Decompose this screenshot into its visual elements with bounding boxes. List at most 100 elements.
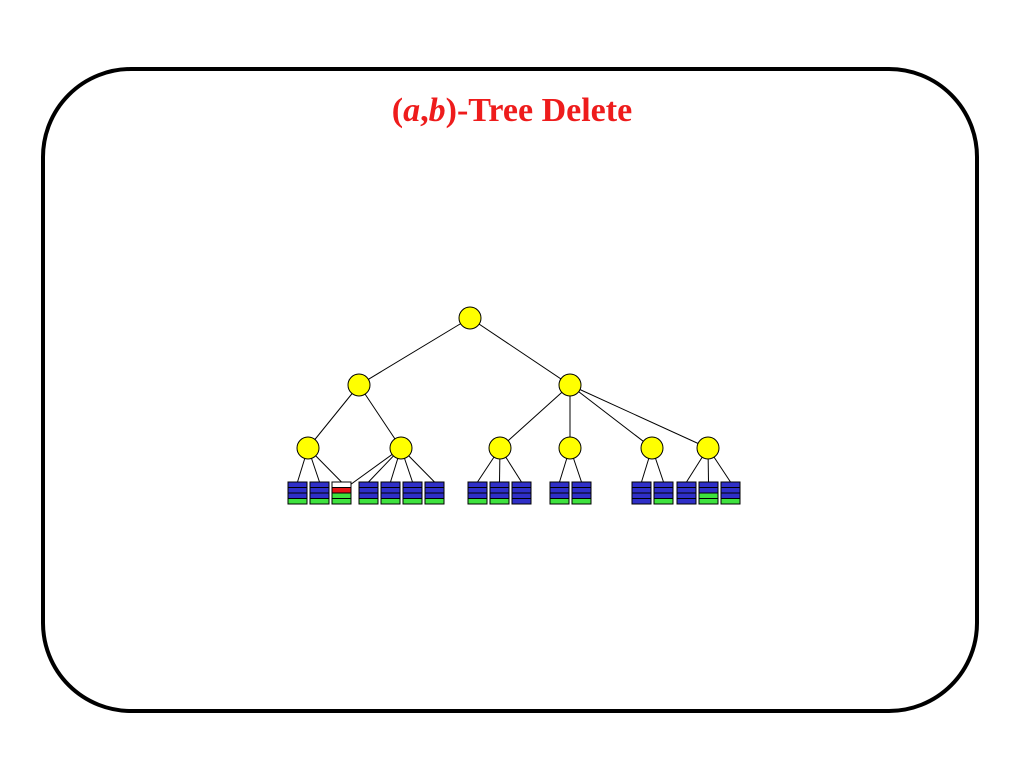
leaf-slot — [358, 481, 379, 488]
leaf-slot — [489, 492, 510, 499]
title-open-paren: ( — [391, 92, 404, 129]
tree-edge — [469, 317, 571, 386]
tree-node — [296, 436, 320, 460]
leaf-slot — [653, 487, 674, 494]
leaf-slot — [653, 481, 674, 488]
leaf-slot — [489, 487, 510, 494]
leaf-slot — [676, 492, 697, 499]
leaf-block — [309, 481, 330, 505]
tree-edge — [358, 317, 471, 386]
leaf-block — [331, 481, 352, 505]
leaf-slot — [720, 481, 741, 488]
leaf-slot — [424, 487, 445, 494]
leaf-slot — [720, 498, 741, 505]
leaf-block — [467, 481, 488, 505]
leaf-slot — [331, 481, 352, 488]
leaf-slot — [402, 487, 423, 494]
title-suffix: )-Tree Delete — [445, 92, 633, 129]
leaf-block — [424, 481, 445, 505]
leaf-block — [571, 481, 592, 505]
leaf-slot — [549, 492, 570, 499]
leaf-slot — [631, 487, 652, 494]
leaf-slot — [489, 498, 510, 505]
leaf-slot — [358, 487, 379, 494]
leaf-slot — [287, 492, 308, 499]
leaf-slot — [653, 492, 674, 499]
leaf-slot — [402, 492, 423, 499]
leaf-slot — [309, 498, 330, 505]
leaf-slot — [549, 481, 570, 488]
leaf-slot — [424, 498, 445, 505]
leaf-slot — [720, 492, 741, 499]
leaf-slot — [467, 487, 488, 494]
tree-node — [347, 373, 371, 397]
leaf-slot — [571, 481, 592, 488]
leaf-slot — [571, 492, 592, 499]
leaf-slot — [698, 492, 719, 499]
dangling-edge — [342, 447, 402, 491]
leaf-slot — [380, 487, 401, 494]
tree-node — [488, 436, 512, 460]
title-var-b: b — [428, 92, 446, 129]
leaf-slot — [424, 492, 445, 499]
leaf-slot — [511, 498, 532, 505]
leaf-slot — [467, 492, 488, 499]
tree-edge — [499, 384, 571, 449]
tree-edge — [569, 384, 709, 449]
leaf-block — [720, 481, 741, 505]
leaf-slot — [309, 481, 330, 488]
leaf-slot — [467, 481, 488, 488]
leaf-slot — [571, 498, 592, 505]
leaf-slot — [309, 492, 330, 499]
tree-edge — [569, 384, 653, 449]
leaf-slot — [358, 492, 379, 499]
leaf-slot — [676, 487, 697, 494]
leaf-slot — [511, 492, 532, 499]
leaf-slot — [331, 492, 352, 499]
tree-edge — [358, 384, 402, 449]
tree-node — [696, 436, 720, 460]
leaf-slot — [549, 487, 570, 494]
tree-nodes — [296, 306, 720, 460]
leaf-slot — [511, 481, 532, 488]
leaf-slot — [698, 498, 719, 505]
slide-title: (a,b)-Tree Delete — [0, 92, 1024, 129]
leaf-slot — [358, 498, 379, 505]
leaf-slot — [287, 481, 308, 488]
leaf-slot — [380, 492, 401, 499]
leaf-block — [358, 481, 379, 505]
leaf-block — [631, 481, 652, 505]
leaf-block — [698, 481, 719, 505]
slide-frame — [41, 67, 979, 713]
leaf-slot — [287, 498, 308, 505]
leaf-slot — [631, 492, 652, 499]
leaf-slot — [676, 481, 697, 488]
leaf-slot — [467, 498, 488, 505]
leaf-block — [287, 481, 308, 505]
leaf-slot — [424, 481, 445, 488]
leaf-slot — [720, 487, 741, 494]
leaf-block — [489, 481, 510, 505]
leaf-slot — [402, 498, 423, 505]
tree-edges — [297, 317, 731, 491]
leaf-slot — [698, 487, 719, 494]
leaf-slot — [549, 498, 570, 505]
tree-node — [640, 436, 664, 460]
leaf-slot — [287, 487, 308, 494]
leaf-block — [380, 481, 401, 505]
leaf-slot — [309, 487, 330, 494]
tree-edge — [307, 384, 360, 449]
leaf-slot — [380, 498, 401, 505]
leaf-slot — [489, 481, 510, 488]
tree-node — [558, 436, 582, 460]
title-comma: , — [420, 92, 429, 129]
leaf-block — [549, 481, 570, 505]
leaf-block — [511, 481, 532, 505]
leaf-block — [676, 481, 697, 505]
leaf-slot — [698, 481, 719, 488]
leaf-slot — [331, 487, 352, 494]
leaf-slot — [511, 487, 532, 494]
tree-leaves — [287, 481, 741, 505]
leaf-slot — [380, 481, 401, 488]
